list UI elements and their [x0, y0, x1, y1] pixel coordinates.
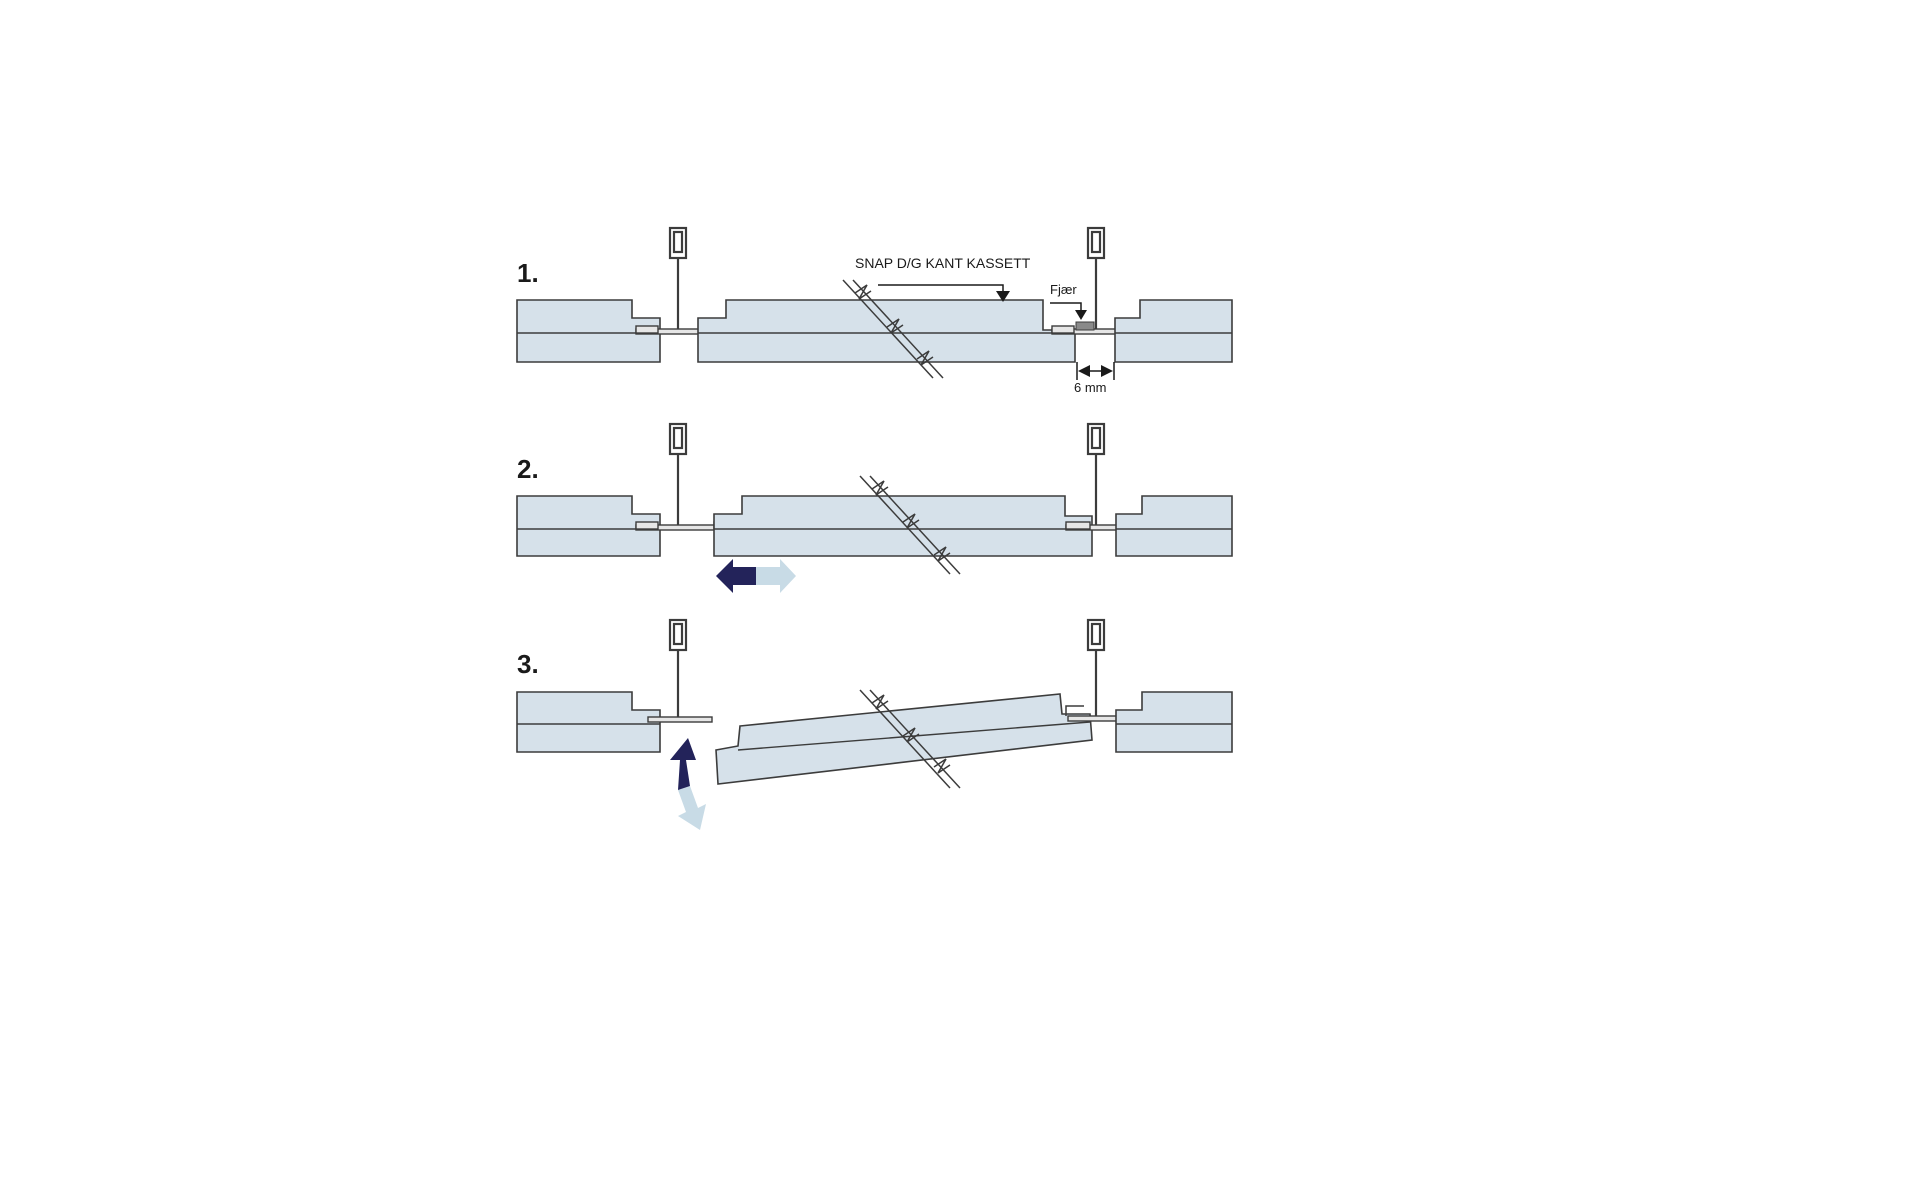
step-1-left-panel [516, 299, 661, 363]
step-3: 3. [516, 618, 1233, 830]
step-2-right-tab-a [1065, 521, 1091, 530]
step-3-left-hanger [668, 618, 688, 718]
step-1-label: 1. [517, 258, 539, 288]
step-2-arrow-right-light [756, 559, 796, 593]
spring-label: Fjær [1050, 282, 1077, 297]
step-3-left-panel [516, 691, 661, 753]
step-3-arrow-down-light [678, 786, 706, 830]
gap-label: 6 mm [1074, 380, 1107, 395]
product-label-arrowhead [996, 291, 1010, 302]
step-2-arrow-left-dark [716, 559, 756, 593]
product-label: SNAP D/G KANT KASSETT [855, 255, 1031, 271]
step-3-cut-marks [859, 689, 961, 789]
step-1-center-panel [697, 299, 1076, 363]
step-1-left-tab-a [635, 325, 659, 334]
step-3-left-t-grid [647, 716, 713, 723]
step-2-left-panel [516, 495, 661, 557]
product-label-leader [878, 284, 1004, 292]
step-3-right-hook [1065, 705, 1084, 716]
step-2-label: 2. [517, 454, 539, 484]
step-2-cut-marks [859, 475, 961, 575]
spring-label-leader [1050, 302, 1082, 311]
step-2-left-tab-a [635, 521, 659, 530]
step-2-right-hanger [1086, 422, 1106, 529]
step-1-left-hanger [668, 226, 688, 333]
step-2: 2. [516, 422, 1233, 593]
step-3-label: 3. [517, 649, 539, 679]
step-1: 1. SNAP D/G KANT KASSETT [516, 226, 1233, 395]
step-3-right-panel [1115, 691, 1233, 753]
step-1-right-tab-a [1051, 325, 1075, 334]
step-3-center-panel-joint [737, 721, 1091, 751]
step-3-arrow-up-dark [670, 738, 696, 790]
step-1-cut-marks [842, 279, 944, 379]
spring-label-arrowhead [1075, 310, 1087, 320]
gap-dimension [1076, 362, 1115, 380]
step-2-left-hanger [668, 422, 688, 529]
step-2-center-panel [713, 495, 1093, 557]
step-2-right-panel [1115, 495, 1233, 557]
spring-clip [1075, 321, 1095, 331]
step-1-right-hanger [1086, 226, 1106, 333]
step-3-right-hanger [1086, 618, 1106, 720]
step-1-right-panel [1114, 299, 1233, 363]
